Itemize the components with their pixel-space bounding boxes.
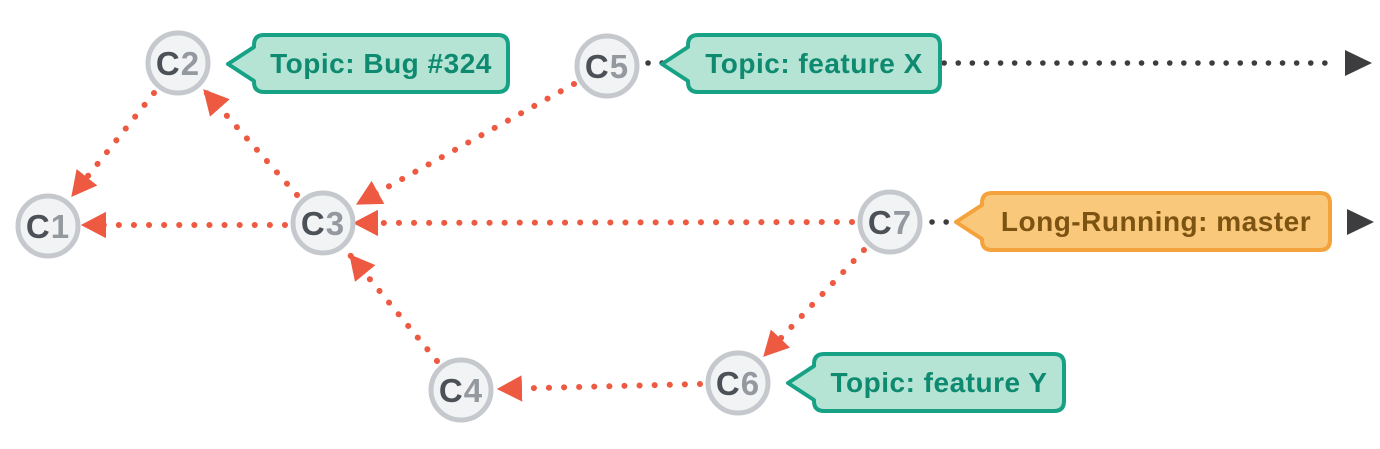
- branch-label-feature-y: Topic: feature Y: [786, 352, 1066, 413]
- commit-label: C1: [26, 208, 70, 245]
- timeline-arrowhead-master-icon: [1347, 209, 1374, 235]
- label-bubble: [660, 33, 942, 94]
- label-text: Topic: feature X: [705, 48, 923, 79]
- edge-c6-to-c4: [495, 375, 703, 402]
- branch-label-bug-324: Topic: Bug #324: [226, 33, 510, 94]
- label-bubble: [226, 33, 510, 94]
- commit-label: C4: [439, 372, 483, 409]
- timeline-arrowhead-feature-x-icon: [1345, 50, 1372, 76]
- commit-node-c4: C4: [428, 357, 494, 423]
- commit-node-c1: C1: [15, 193, 81, 259]
- commit-node-c2: C2: [145, 30, 211, 96]
- commit-circle: [428, 357, 494, 423]
- edge-c4-to-c3: [347, 252, 440, 364]
- commit-node-c3: C3: [290, 190, 356, 256]
- label-text: Topic: feature Y: [830, 367, 1047, 398]
- commit-circle: [857, 189, 923, 255]
- commit-label: C2: [156, 45, 200, 82]
- label-text: Topic: Bug #324: [270, 48, 492, 79]
- commit-label: C6: [716, 365, 760, 402]
- edge-c7-to-c6: [761, 247, 867, 359]
- edge-c3-to-c2: [201, 87, 300, 198]
- commit-circle: [290, 190, 356, 256]
- commit-node-c7: C7: [857, 189, 923, 255]
- edge-c5-to-c3: [354, 81, 577, 207]
- label-bubble: [954, 191, 1332, 252]
- commit-label: C7: [868, 204, 912, 241]
- label-text: Long-Running: master: [1001, 206, 1311, 237]
- commit-circle: [574, 33, 640, 99]
- commit-circle: [145, 30, 211, 96]
- commit-label: C5: [585, 48, 629, 85]
- branch-label-feature-x: Topic: feature X: [660, 33, 942, 94]
- edge-c2-to-c1: [69, 90, 157, 199]
- edge-c7-to-c3: [351, 209, 855, 237]
- commit-node-c6: C6: [705, 350, 771, 416]
- commit-node-c5: C5: [574, 33, 640, 99]
- commit-circle: [15, 193, 81, 259]
- branch-label-master: Long-Running: master: [954, 191, 1332, 252]
- label-bubble: [786, 352, 1066, 413]
- commit-circle: [705, 350, 771, 416]
- commit-label: C3: [301, 205, 345, 242]
